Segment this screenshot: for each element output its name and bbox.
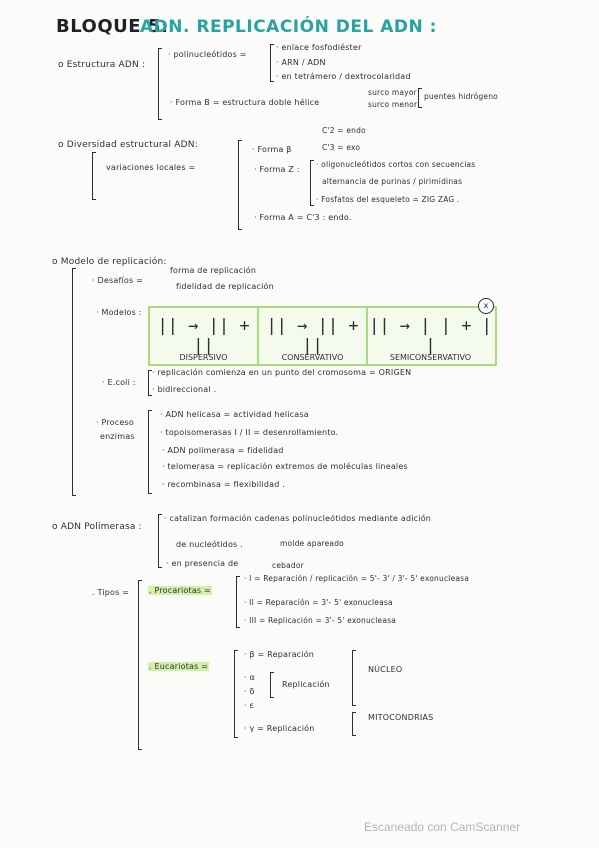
tipos-bracket [138, 580, 142, 750]
model-glyph: || → || + || [266, 316, 359, 356]
polimerasa-item: · catalizan formación cadenas polinucleó… [164, 514, 432, 523]
ecoli-item: · bidireccional . [152, 385, 217, 394]
procariotas-bracket [236, 576, 240, 628]
estructura-label: o Estructura ADN : [58, 60, 146, 70]
model-glyph: || → | | + | | [369, 316, 492, 356]
block-title-prefix: BLOQUE 5: [56, 16, 169, 37]
procariota-item: · III = Replicación = 3'- 5' exonucleasa [244, 616, 397, 625]
forma-a: · Forma A = C'3 : endo. [254, 213, 352, 222]
surco-mayor: surco mayor [368, 88, 417, 97]
z-item: alternancia de purinas / pirimidinas [322, 177, 463, 186]
c3-exo: C'3 = exo [322, 143, 361, 152]
close-icon: x [478, 298, 494, 314]
replicacion-mid: Replicación [282, 680, 330, 689]
forma-b-line: · Forma B = estructura doble hélice [170, 98, 320, 107]
procariota-item: · II = Reparación = 3'- 5' exonucleasa [244, 598, 393, 607]
desafio-item: fidelidad de replicación [176, 282, 274, 291]
eucariota-item: · α [244, 673, 255, 682]
ecoli-item: · replicación comienza en un punto del c… [152, 368, 412, 377]
model-label: DISPERSIVO [179, 353, 228, 362]
procariotas-label: . Procariotas = [148, 586, 212, 595]
ecoli-label: · E.coli : [102, 378, 136, 387]
eucariotas-bracket [234, 650, 238, 738]
forma-z-bracket [310, 160, 314, 206]
poli-item: · enlace fosfodiéster [276, 43, 362, 52]
estructura-bracket [158, 48, 162, 120]
poli-item: · ARN / ADN [276, 58, 326, 67]
diversidad-label: o Diversidad estructural ADN: [58, 140, 198, 150]
model-label: SEMICONSERVATIVO [389, 353, 472, 362]
proceso-item: · ADN helicasa = actividad helicasa [160, 410, 309, 419]
poli-item: · en tetrámero / dextrocolaridad [276, 72, 411, 81]
desafios-label: · Desafíos = [92, 276, 143, 285]
proceso-item: · topoisomerasas I / II = desenrollamien… [160, 428, 339, 437]
c2-endo: C'2 = endo [322, 126, 366, 135]
nucleo-bracket [352, 650, 356, 706]
model-dispersivo: || → || + || DISPERSIVO [150, 308, 259, 364]
replicacion-bracket [270, 672, 274, 698]
variaciones-label: variaciones locales = [106, 163, 196, 172]
molde-apareado: molde apareado [280, 539, 344, 548]
model-semiconservativo: || → | | + | | SEMICONSERVATIVO [368, 308, 493, 364]
tipos-label: . Tipos = [92, 588, 130, 597]
modelo-bracket [72, 268, 76, 496]
eucariota-item: · ε [244, 701, 255, 710]
desafio-item: forma de replicación [170, 266, 257, 275]
z-item: · Fosfatos del esqueleto = ZIG ZAG . [316, 195, 460, 204]
ecoli-bracket [148, 370, 152, 396]
eucariota-item: · γ = Replicación [244, 724, 315, 733]
model-glyph: || → || + || [157, 316, 250, 356]
modelo-label: o Modelo de replicación: [52, 257, 167, 267]
forma-z: · Forma Z : [254, 165, 300, 174]
proceso-label: · Proceso [96, 418, 134, 427]
proceso-item: · recombinasa = flexibilidad . [162, 480, 286, 489]
surcos-bracket [418, 88, 422, 108]
procariota-item: · I = Reparación / replicación = 5'- 3' … [244, 574, 470, 583]
eucariota-item: · δ [244, 687, 255, 696]
models-comparison-box: || → || + || DISPERSIVO || → || + || CON… [148, 306, 497, 366]
polimerasa-item: de nucleótidos . [176, 540, 243, 549]
polimerasa-label: o ADN Polimerasa : [52, 522, 142, 532]
poli-bracket [270, 44, 274, 82]
surco-menor: surco menor [368, 100, 418, 109]
model-label: CONSERVATIVO [281, 353, 344, 362]
forma-b-div: · Forma β [252, 145, 292, 154]
block-title-main: ADN. REPLICACIÓN DEL ADN : [140, 17, 437, 37]
polimerasa-item: · en presencia de [166, 559, 239, 568]
z-item: · oligonucleótidos cortos con secuencias [316, 160, 476, 169]
scanner-watermark: Escaneado con CamScanner [364, 820, 521, 834]
eucariota-item: · β = Reparación [244, 650, 315, 659]
mitocondrias-bracket [352, 712, 356, 736]
proceso-item: · telomerasa = replicación extremos de m… [162, 462, 408, 471]
polinucleotidos-label: · polinucleótidos = [168, 50, 247, 59]
mitocondrias-label: MITOCONDRIAS [368, 713, 434, 722]
puentes-hidrogeno: puentes hidrógeno [424, 92, 498, 101]
proceso-item: · ADN polimerasa = fidelidad [162, 446, 284, 455]
eucariotas-label: . Eucariotas = [148, 662, 210, 671]
variaciones-bracket [238, 140, 242, 230]
proceso-label-2: enzimas [100, 432, 135, 441]
nucleo-label: NÚCLEO [368, 665, 403, 674]
diversidad-bracket [92, 152, 96, 200]
cebador: cebador [272, 561, 304, 570]
polimerasa-bracket [158, 514, 162, 568]
modelos-label: · Modelos : [96, 308, 142, 317]
proceso-bracket [148, 410, 152, 494]
model-conservativo: || → || + || CONSERVATIVO [259, 308, 368, 364]
